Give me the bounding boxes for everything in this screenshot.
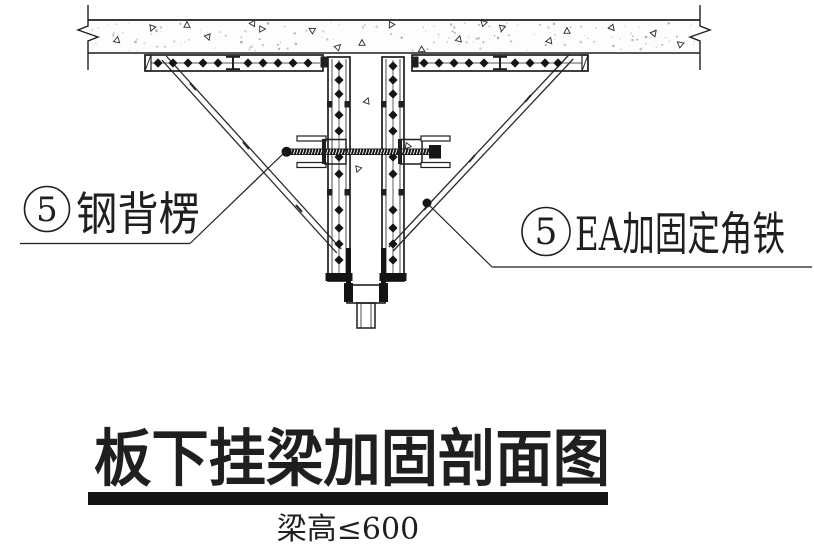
break-line-right [688,5,712,70]
weld-marks [320,56,419,68]
callout-number: 5 [36,190,58,230]
rod-clamp-left [296,135,347,169]
rod-clamp-right [398,135,451,169]
diagonal-brace-right [388,54,574,252]
title-block: 板下挂梁加固剖面图 梁高≤600 [88,422,610,544]
prop-tube [356,302,376,329]
callout-right: 5 EA加固定角铁 [422,198,812,268]
drawing-title: 板下挂梁加固剖面图 [94,422,610,495]
channel-splice-ticks [327,101,404,196]
bolt-rivet-symbols [153,58,563,299]
rod-end-dot [281,146,292,157]
tie-rod-assembly [281,135,451,169]
callout-label: EA加固定角铁 [575,207,785,261]
beam-bottom-hardware [325,248,407,329]
channel-bottom-cap-left [325,273,353,281]
title-underbar [88,492,608,505]
aggregate-triangles [112,19,685,174]
callout-number: 5 [535,212,558,253]
ibeam-section-icon [226,55,240,71]
callout-bubble [23,185,71,233]
break-line-left [76,5,100,70]
diagonal-brace-left [161,55,342,254]
callout-left: 5 钢背楞 [20,151,286,245]
purlin-end-plate [581,54,589,72]
ibeam-section-icon [493,55,507,71]
rod-nut [429,145,441,159]
leader-line [189,151,286,244]
channel-bottom-cap-right [379,273,407,281]
purlin-end-plate [144,54,152,72]
concrete-stipple-texture [91,22,696,52]
callout-label: 钢背楞 [76,187,200,241]
leader-line [426,202,493,268]
callout-bubble [521,206,571,257]
drawing-subtitle: 梁高≤600 [277,512,419,544]
